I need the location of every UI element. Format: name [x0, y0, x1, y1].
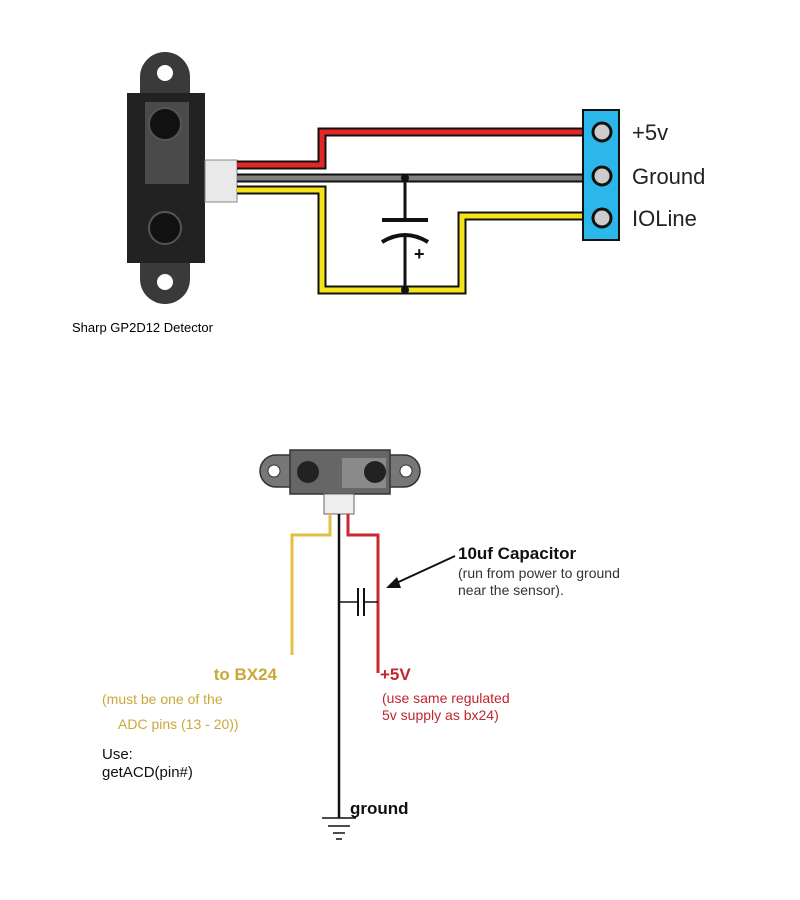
sensor-connector [204, 159, 238, 203]
signal-wire [290, 514, 332, 655]
terminal-label-5v: +5v [632, 120, 668, 145]
terminal-screw-5v [591, 121, 613, 143]
wire-yellow-ioline-fill [237, 187, 590, 293]
power-title: +5V [380, 665, 411, 684]
bx24-title: to BX24 [214, 665, 278, 684]
power-note-line-2: 5v supply as bx24) [382, 707, 499, 723]
capacitor-pointer-arrow [386, 555, 456, 588]
capacitor-top: + [380, 174, 430, 294]
sensor-caption: Sharp GP2D12 Detector [72, 320, 214, 335]
mount-hole-left [267, 464, 281, 478]
capacitor-title: 10uf Capacitor [458, 544, 576, 563]
capacitor-note-line-1: (run from power to ground [458, 565, 620, 581]
ground-symbol [322, 817, 356, 840]
terminal-block [582, 109, 620, 241]
arrow-head [386, 577, 401, 588]
terminal-screw-ground [591, 165, 613, 187]
arrow-shaft [391, 555, 456, 586]
wire-yellow-ioline [237, 185, 590, 295]
bx24-note-line-2: ADC pins (13 - 20)) [118, 716, 239, 732]
sharp-sensor-top [127, 52, 238, 304]
terminal-label-ground: Ground [632, 164, 705, 189]
bx24-note-line-1: (must be one of the [102, 691, 223, 707]
wire-red-5v [237, 127, 590, 170]
power-wire [346, 514, 380, 673]
sharp-sensor-bottom [259, 449, 421, 515]
capacitor-polarity-mark: + [414, 244, 425, 264]
sensor-connector-bottom [323, 493, 355, 515]
top-wiring-diagram: + +5v Ground IOLine Sharp GP2D12 Detecto… [72, 52, 705, 335]
emitter-lens [148, 107, 182, 141]
junction-ground [401, 174, 409, 182]
wire-red-5v-fill [237, 129, 590, 168]
capacitor-note-line-2: near the sensor). [458, 582, 564, 598]
terminal-screw-ioline [591, 207, 613, 229]
detector-lens [148, 211, 182, 245]
terminal-label-ioline: IOLine [632, 206, 697, 231]
emitter-lens-bottom [297, 461, 319, 483]
junction-ioline [401, 286, 409, 294]
mount-hole-bottom [157, 274, 173, 290]
ground-label: ground [350, 799, 409, 818]
capacitor-bottom [339, 588, 378, 616]
power-note-line-1: (use same regulated [382, 690, 510, 706]
use-function: getACD(pin#) [102, 764, 193, 781]
detector-lens-bottom [364, 461, 386, 483]
bottom-schematic: 10uf Capacitor (run from power to ground… [102, 449, 620, 840]
mount-hole-right [399, 464, 413, 478]
mount-hole-top [157, 65, 173, 81]
use-label: Use: [102, 746, 133, 763]
cap-plate-curved [380, 233, 430, 244]
